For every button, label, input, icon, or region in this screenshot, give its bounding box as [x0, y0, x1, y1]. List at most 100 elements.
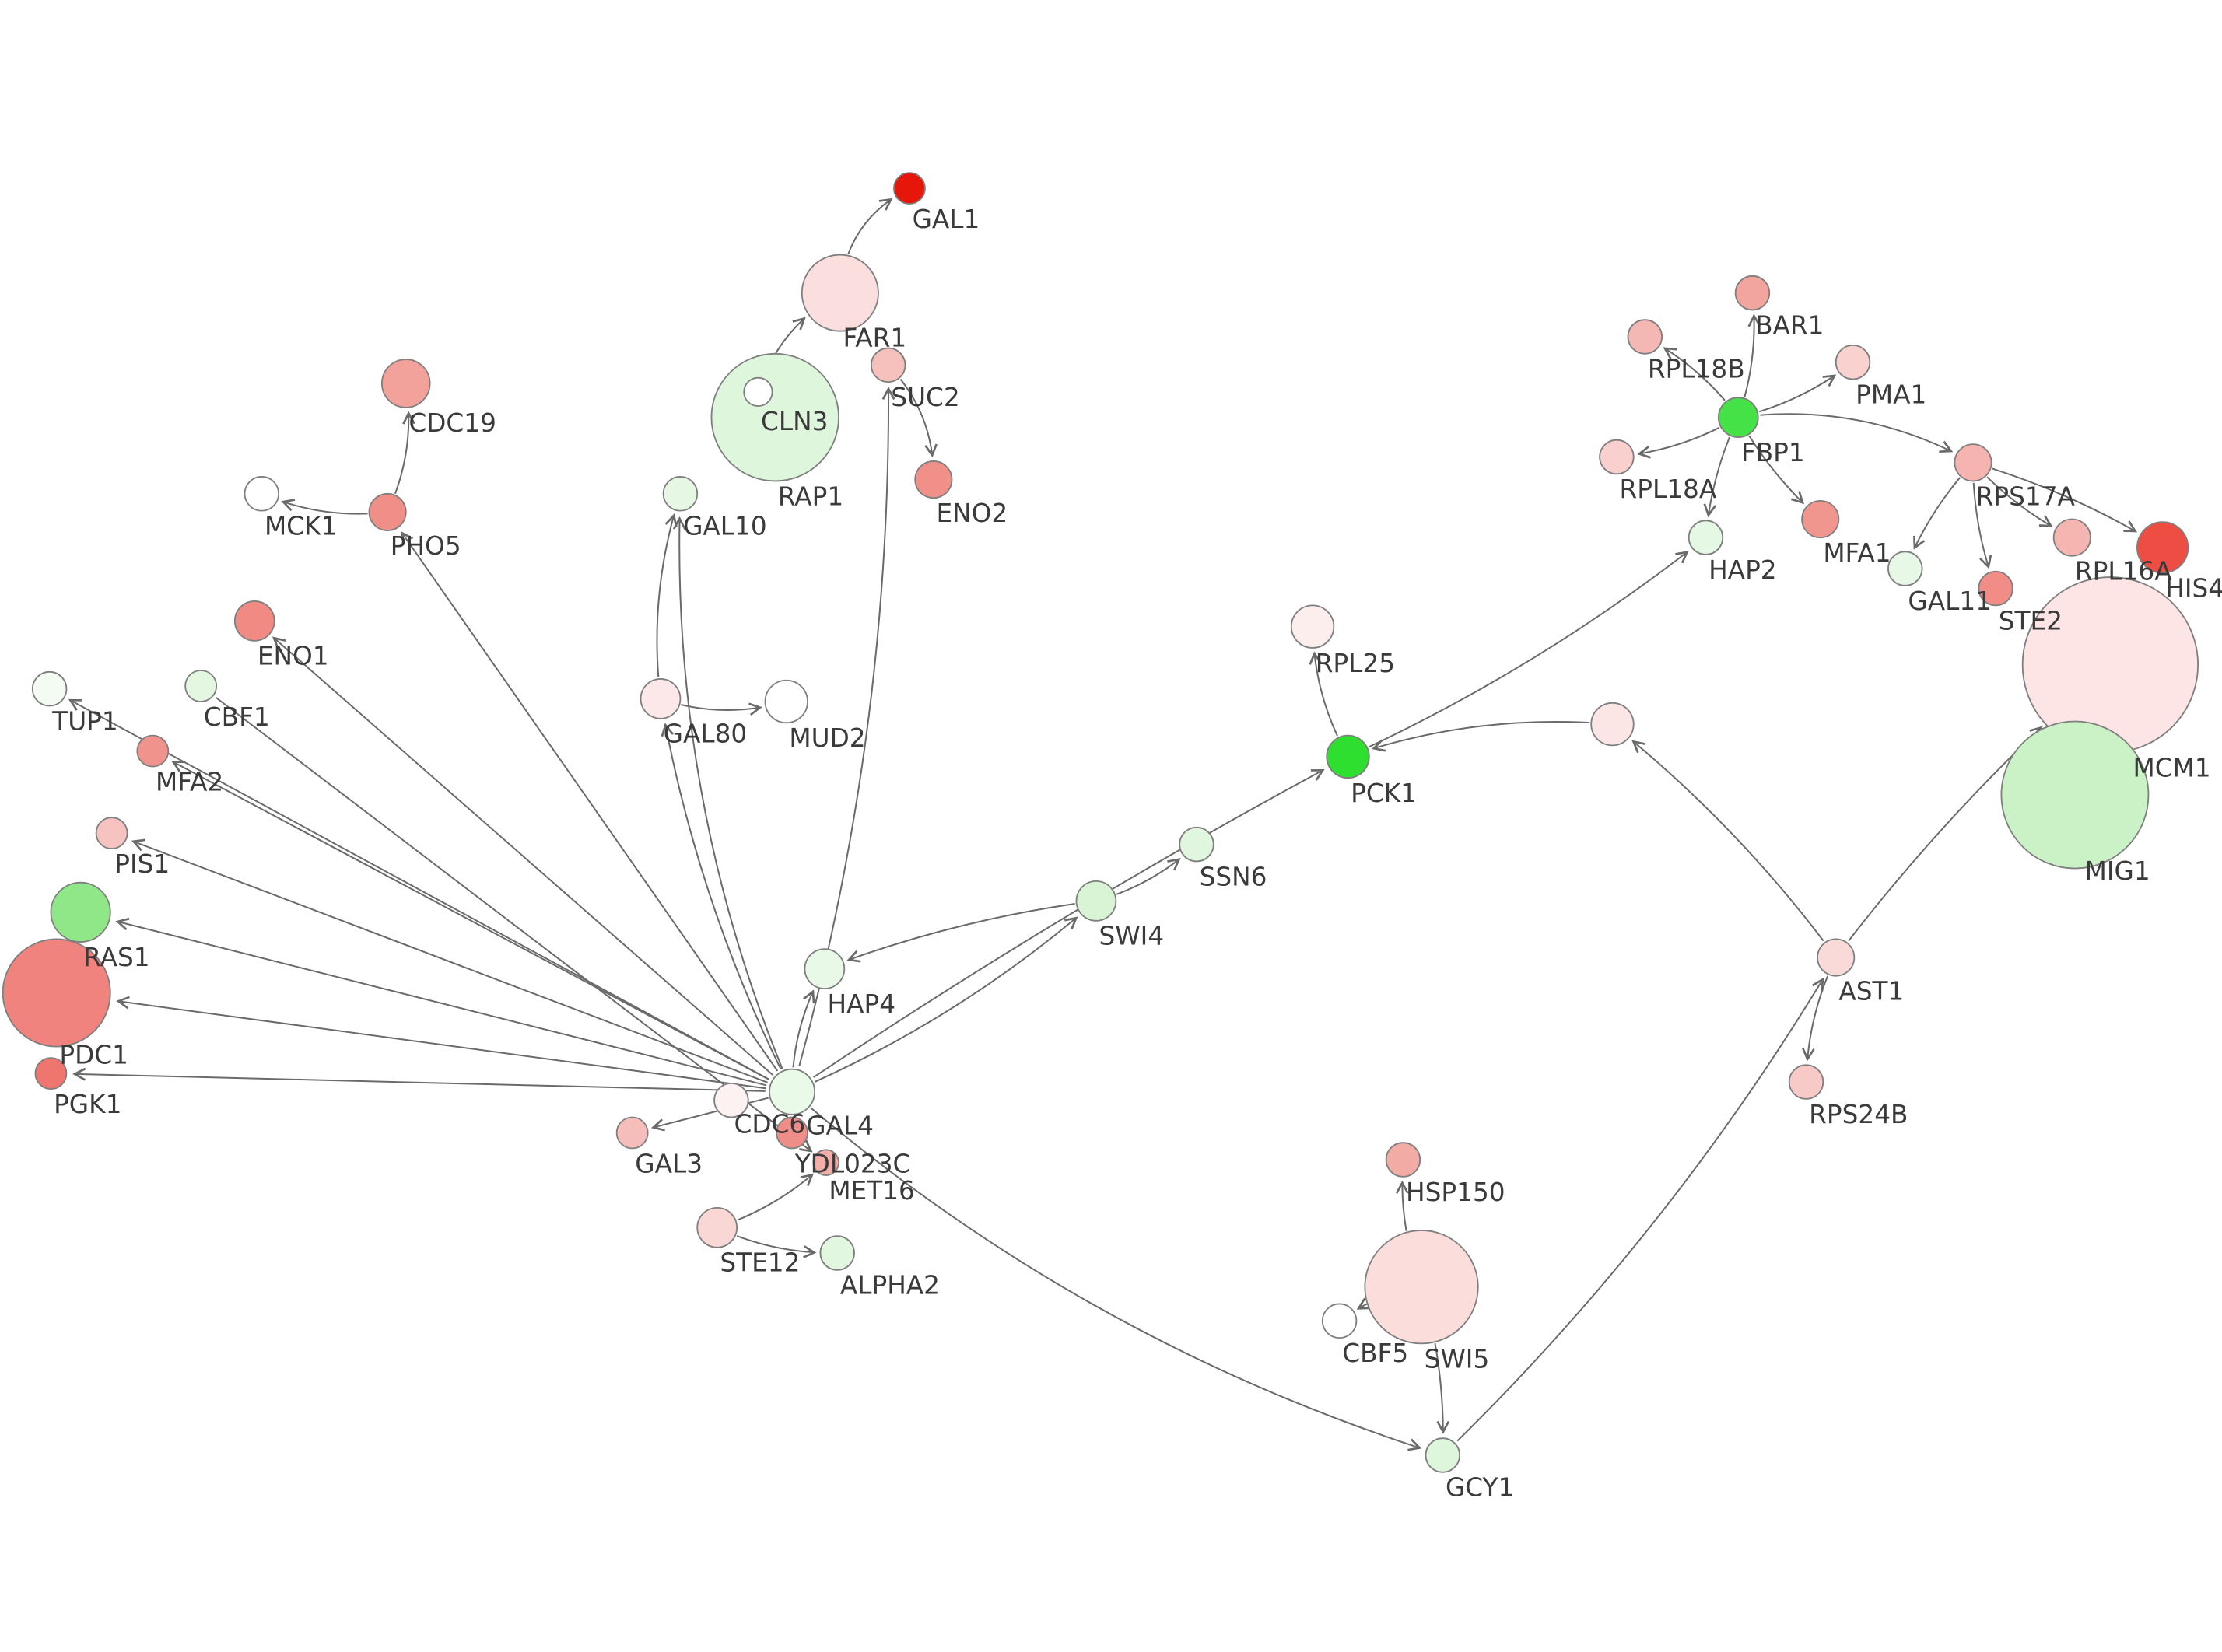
- node-MIG1[interactable]: [2000, 720, 2150, 870]
- node-label-ALPHA2: ALPHA2: [840, 1271, 940, 1300]
- node-STE2[interactable]: [1978, 570, 2013, 607]
- edge-GAL4-ENO1: [274, 638, 773, 1076]
- edge-GAL4-GAL10: [679, 519, 783, 1069]
- node-SWI4[interactable]: [1075, 880, 1117, 922]
- node-GAL10[interactable]: [662, 476, 699, 512]
- node-RPL18B[interactable]: [1627, 319, 1663, 355]
- edge-STE12-MET16: [737, 1174, 812, 1221]
- edge-layer: [70, 199, 2135, 1447]
- edge-SWI5-HSP150: [1402, 1183, 1406, 1231]
- edge-PHO5-MCK1: [283, 502, 368, 515]
- node-FAR1[interactable]: [801, 254, 879, 332]
- node-label-PIS1: PIS1: [114, 849, 170, 879]
- node-label-MIG1: MIG1: [2085, 856, 2150, 886]
- node-RPL18A[interactable]: [1599, 439, 1635, 475]
- label-layer: GAL1FAR1SUC2RAP1CLN3ENO2GAL10CDC19MCK1PH…: [51, 205, 2222, 1503]
- node-YDL023C[interactable]: [776, 1116, 808, 1150]
- node-label-FAR1: FAR1: [843, 324, 906, 353]
- node-ALPHA2[interactable]: [819, 1235, 855, 1271]
- node-RAP1[interactable]: [710, 352, 839, 482]
- node-label-GAL10: GAL10: [683, 512, 767, 541]
- node-NODE1[interactable]: [1590, 702, 1635, 747]
- node-label-GAL3: GAL3: [635, 1149, 703, 1178]
- edge-SWI4-HAP4: [849, 902, 1075, 960]
- node-MFA1[interactable]: [1801, 499, 1840, 539]
- node-label-TUP1: TUP1: [51, 706, 117, 736]
- node-label-HSP150: HSP150: [1406, 1178, 1505, 1207]
- edge-FBP1-RPS17A: [1760, 413, 1950, 451]
- edge-PCK1-RPL25: [1314, 653, 1338, 737]
- edge-GAL4-GAL3: [654, 1097, 769, 1128]
- node-SUC2[interactable]: [870, 347, 906, 383]
- node-GAL1[interactable]: [893, 172, 926, 205]
- edge-GAL4-PCK1: [813, 770, 1323, 1078]
- node-label-GAL11: GAL11: [1908, 586, 1992, 616]
- node-MUD2[interactable]: [764, 679, 808, 724]
- node-ENO1[interactable]: [233, 600, 275, 642]
- node-HAP2[interactable]: [1688, 520, 1724, 555]
- node-CBF5[interactable]: [1321, 1303, 1358, 1339]
- node-PHO5[interactable]: [368, 492, 407, 531]
- node-label-PMA1: PMA1: [1856, 380, 1926, 409]
- node-PGK1[interactable]: [34, 1057, 68, 1090]
- edge-GAL4-PDC1: [118, 1001, 766, 1090]
- edge-FBP1-HAP2: [1709, 436, 1730, 515]
- edge-PHO5-CDC19: [394, 413, 408, 495]
- node-CBF1[interactable]: [184, 670, 218, 702]
- node-HSP150[interactable]: [1385, 1142, 1421, 1178]
- node-label-CDC6: CDC6: [734, 1109, 806, 1139]
- node-RAS1[interactable]: [50, 881, 111, 943]
- node-HIS4[interactable]: [2136, 521, 2189, 574]
- edge-FBP1-PMA1: [1758, 376, 1835, 413]
- edge-FBP1-BAR1: [1744, 316, 1754, 397]
- node-MCK1[interactable]: [244, 476, 280, 512]
- node-AST1[interactable]: [1817, 938, 1856, 977]
- node-CDC6[interactable]: [713, 1082, 749, 1118]
- node-GAL3[interactable]: [615, 1116, 649, 1150]
- node-label-CBF1: CBF1: [204, 702, 270, 732]
- edge-RPS17A-GAL11: [1915, 477, 1961, 548]
- node-CDC19[interactable]: [380, 359, 431, 408]
- node-MFA2[interactable]: [136, 734, 170, 768]
- node-label-MFA1: MFA1: [1823, 538, 1891, 568]
- node-label-HIS4: HIS4: [2165, 573, 2222, 603]
- node-label-MCK1: MCK1: [265, 512, 337, 541]
- node-PMA1[interactable]: [1835, 344, 1871, 380]
- node-BAR1[interactable]: [1734, 275, 1771, 311]
- node-SSN6[interactable]: [1179, 826, 1214, 863]
- node-GAL80[interactable]: [640, 678, 682, 719]
- node-SWI5[interactable]: [1364, 1230, 1479, 1345]
- node-label-ENO1: ENO1: [258, 642, 329, 671]
- node-label-RAP1: RAP1: [778, 481, 843, 511]
- node-label-GAL1: GAL1: [913, 205, 980, 234]
- edge-RPS17A-STE2: [1972, 482, 1989, 567]
- node-STE12[interactable]: [696, 1206, 738, 1248]
- node-label-GAL4: GAL4: [806, 1111, 874, 1140]
- node-RPS24B[interactable]: [1788, 1064, 1824, 1100]
- node-TUP1[interactable]: [31, 670, 68, 707]
- node-GCY1[interactable]: [1425, 1437, 1461, 1473]
- node-PCK1[interactable]: [1326, 734, 1370, 779]
- node-GAL11[interactable]: [1887, 551, 1923, 586]
- node-PDC1[interactable]: [2, 938, 111, 1048]
- node-RPL25[interactable]: [1290, 604, 1335, 649]
- node-CLN3[interactable]: [743, 376, 773, 407]
- node-RPL16A[interactable]: [2052, 518, 2091, 557]
- node-label-SUC2: SUC2: [891, 383, 959, 412]
- node-label-CDC19: CDC19: [408, 408, 496, 438]
- node-ENO2[interactable]: [914, 460, 953, 499]
- node-HAP4[interactable]: [804, 948, 846, 989]
- edge-NODE1-PCK1: [1374, 720, 1590, 748]
- edge-GAL80-MUD2: [681, 705, 760, 710]
- node-GAL4[interactable]: [769, 1068, 816, 1115]
- node-label-FBP1: FBP1: [1741, 438, 1805, 467]
- edge-GAL80-GAL10: [656, 516, 674, 677]
- edge-GAL4-TUP1: [70, 700, 769, 1080]
- node-label-GCY1: GCY1: [1446, 1473, 1514, 1503]
- node-label-STE2: STE2: [1999, 606, 2063, 635]
- node-PIS1[interactable]: [95, 817, 128, 849]
- node-MET16[interactable]: [812, 1149, 839, 1176]
- node-FBP1[interactable]: [1717, 397, 1759, 438]
- node-RPS17A[interactable]: [1954, 443, 1992, 482]
